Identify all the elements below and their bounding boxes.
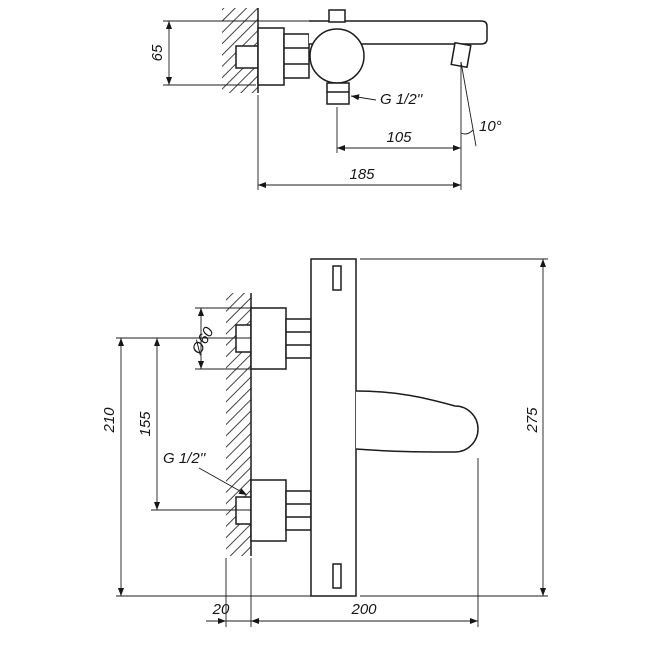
angle-10: 10° [460, 61, 502, 190]
bottom-nut [285, 490, 312, 531]
bottom-view: Ø60 210 155 275 G 1/2'' [101, 258, 548, 627]
leader-line [198, 467, 248, 496]
bottom-flange [250, 479, 287, 542]
dim-105: 105 [336, 107, 461, 153]
dim-65: 65 [149, 20, 309, 86]
dim-210-label: 210 [101, 407, 118, 434]
tilted-axis-line [460, 61, 477, 147]
mixer-front [310, 258, 479, 597]
bottom-outlet-stub [326, 82, 350, 105]
dim-65-label: 65 [149, 44, 166, 61]
bottom-connection [250, 479, 312, 542]
dim-105-label: 105 [386, 129, 412, 146]
wall-pipe-bottom [235, 496, 252, 525]
top-flange [250, 307, 287, 370]
thread-label-top: G 1/2'' [380, 91, 424, 108]
wall-pipe [235, 45, 259, 69]
top-connection [250, 307, 312, 370]
body-top-mark [332, 265, 342, 291]
spout-front [355, 390, 479, 453]
thread-label-bottom: G 1/2'' [163, 450, 207, 467]
dim-275-label: 275 [524, 407, 541, 434]
dim-20-label: 20 [212, 601, 230, 618]
mixer-body [310, 258, 357, 597]
thread-callout-top: G 1/2'' [350, 91, 424, 108]
connection-nut [283, 33, 310, 79]
leader-line [350, 94, 377, 101]
dim-210: 210 [101, 338, 125, 596]
dim-200-label: 200 [350, 601, 377, 618]
dim-d60-label: Ø60 [188, 324, 218, 358]
handle-stem [328, 9, 346, 23]
wall-pipe-top [235, 324, 252, 353]
top-nut [285, 318, 312, 359]
wall-section [222, 8, 259, 93]
faucet-side [257, 9, 488, 105]
body-bottom-mark [332, 563, 342, 589]
dim-20-200: 20 200 [206, 458, 479, 627]
dim-155: 155 [137, 338, 161, 510]
wall-section-front [226, 293, 252, 556]
mounting-flange [257, 27, 285, 86]
dim-275: 275 [360, 258, 548, 597]
thread-callout-bottom: G 1/2'' [163, 450, 248, 496]
valve-body [309, 28, 365, 84]
aerator-outline [450, 41, 472, 69]
angle-arc [460, 129, 474, 135]
dim-185: 185 [257, 95, 461, 190]
top-view: 65 G 1/2'' 10° 105 185 [149, 8, 502, 190]
spout-aerator [450, 41, 472, 69]
angle-10-label: 10° [479, 118, 502, 135]
dim-185-label: 185 [349, 166, 375, 183]
dim-155-label: 155 [137, 411, 154, 437]
